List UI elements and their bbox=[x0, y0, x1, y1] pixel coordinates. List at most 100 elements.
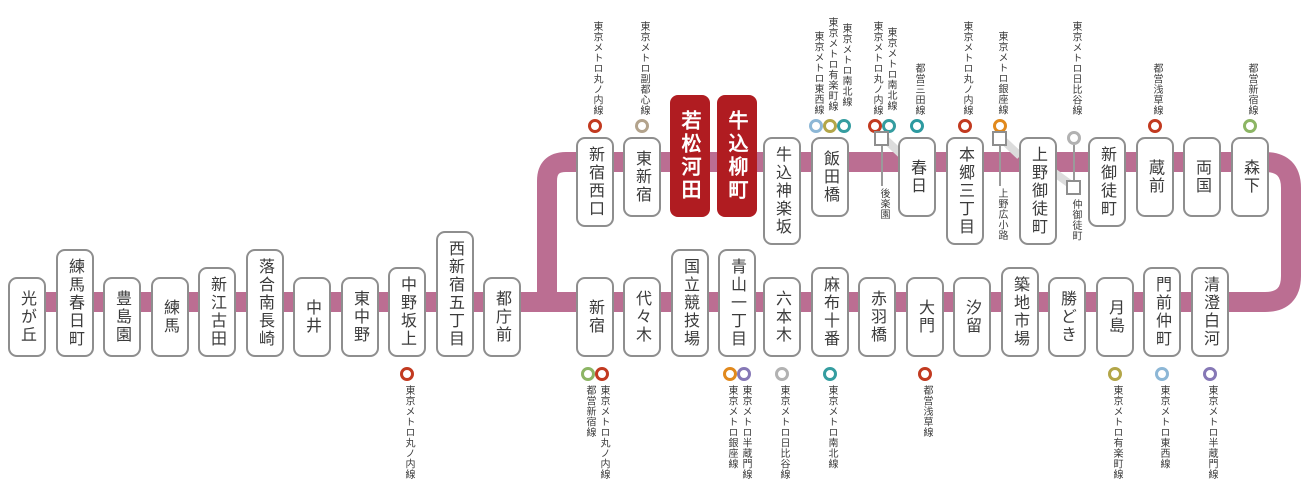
station-name: 門前仲町 bbox=[1153, 276, 1172, 348]
station-box: 中野坂上 bbox=[388, 267, 426, 357]
station-name: 春日 bbox=[908, 159, 927, 195]
transfer-line-label: 都営浅草線 bbox=[921, 385, 932, 438]
station-name: 代々木 bbox=[633, 290, 652, 344]
transfer-line-label: 東京メトロ東西線 bbox=[1158, 385, 1169, 469]
transfer-line-icon bbox=[823, 119, 837, 133]
station-box: 牛込神楽坂 bbox=[763, 137, 801, 245]
transfer-line-icon bbox=[809, 119, 823, 133]
station-name: 六本木 bbox=[773, 290, 792, 344]
transfer-line-icon bbox=[910, 119, 924, 133]
station-name: 上野御徒町 bbox=[1029, 146, 1048, 236]
station-name: 両国 bbox=[1193, 159, 1212, 195]
transfer-line-label: 東京メトロ南北線 bbox=[885, 27, 896, 111]
station-box: 新宿西口 bbox=[576, 137, 614, 227]
station-box: 西新宿五丁目 bbox=[436, 231, 474, 357]
station-name: 大門 bbox=[916, 299, 935, 335]
station-name: 都庁前 bbox=[493, 290, 512, 344]
station-name: 中野坂上 bbox=[398, 276, 417, 348]
transfer-line-label: 都営三田線 bbox=[913, 62, 924, 116]
transfer-line-label: 東京メトロ南北線 bbox=[826, 385, 837, 469]
transfer-line-label: 東京メトロ東西線 bbox=[812, 31, 823, 115]
station-box: 本郷三丁目 bbox=[946, 137, 984, 245]
transfer-line-icon bbox=[958, 119, 972, 133]
linked-station-marker bbox=[874, 131, 889, 146]
station-box: 代々木 bbox=[623, 277, 661, 357]
station-box: 赤羽橋 bbox=[858, 277, 896, 357]
transfer-line-icon bbox=[1108, 367, 1122, 381]
station-box: 青山一丁目 bbox=[718, 249, 756, 357]
station-name: 豊島園 bbox=[113, 290, 132, 344]
station-name: 汐留 bbox=[963, 299, 982, 335]
station-box: 門前仲町 bbox=[1143, 267, 1181, 357]
station-name: 蔵前 bbox=[1146, 159, 1165, 195]
station-box: 六本木 bbox=[763, 277, 801, 357]
station-box: 森下 bbox=[1231, 137, 1269, 217]
station-name: 麻布十番 bbox=[821, 276, 840, 348]
station-box: 飯田橋 bbox=[811, 137, 849, 217]
transfer-line-icon bbox=[588, 119, 602, 133]
station-box: 都庁前 bbox=[483, 277, 521, 357]
station-name: 光が丘 bbox=[18, 290, 37, 344]
station-box: 練馬春日町 bbox=[56, 249, 94, 357]
transfer-line-icon bbox=[1203, 367, 1217, 381]
transfer-line-icon bbox=[595, 367, 609, 381]
transfer-line-label: 東京メトロ丸ノ内線 bbox=[403, 385, 414, 480]
station-name: 清澄白河 bbox=[1201, 276, 1220, 348]
transfer-line-icon bbox=[723, 367, 737, 381]
station-name: 中井 bbox=[303, 299, 322, 335]
station-box: 東新宿 bbox=[623, 137, 661, 217]
station-name: 新宿 bbox=[586, 299, 605, 335]
station-box: 新江古田 bbox=[198, 267, 236, 357]
transfer-line-label: 東京メトロ半蔵門線 bbox=[740, 385, 751, 480]
linked-station-label: 後楽園 bbox=[878, 188, 889, 220]
transfer-line-label: 東京メトロ丸ノ内線 bbox=[871, 20, 882, 116]
station-name: 新江古田 bbox=[208, 276, 227, 348]
station-box: 築地市場 bbox=[1001, 267, 1039, 357]
transfer-line-icon bbox=[737, 367, 751, 381]
station-name: 西新宿五丁目 bbox=[446, 240, 465, 348]
transfer-line-label: 東京メトロ銀座線 bbox=[996, 31, 1007, 115]
transfer-line-label: 東京メトロ有楽町線 bbox=[826, 16, 837, 112]
station-name: 本郷三丁目 bbox=[956, 146, 975, 236]
station-box: 新御徒町 bbox=[1088, 137, 1126, 227]
transfer-line-icon bbox=[400, 367, 414, 381]
station-box: 新宿 bbox=[576, 277, 614, 357]
transfer-line-label: 都営新宿線 bbox=[584, 385, 595, 438]
station-name: 赤羽橋 bbox=[868, 290, 887, 344]
transfer-line-icon bbox=[581, 367, 595, 381]
station-box: 中井 bbox=[293, 277, 331, 357]
station-name: 練馬春日町 bbox=[66, 258, 85, 348]
transfer-line-label: 都営浅草線 bbox=[1151, 62, 1162, 116]
station-box: 清澄白河 bbox=[1191, 267, 1229, 357]
linked-station-label: 仲御徒町 bbox=[1070, 199, 1081, 241]
station-box: 蔵前 bbox=[1136, 137, 1174, 217]
transfer-line-icon bbox=[1148, 119, 1162, 133]
station-name: 月島 bbox=[1106, 299, 1125, 335]
transfer-line-label: 東京メトロ日比谷線 bbox=[778, 385, 789, 480]
station-name: 築地市場 bbox=[1011, 276, 1030, 348]
transfer-line-label: 東京メトロ半蔵門線 bbox=[1206, 385, 1217, 480]
station-box: 落合南長崎 bbox=[246, 249, 284, 357]
station-box-highlighted: 若松河田 bbox=[670, 95, 710, 217]
station-name: 東中野 bbox=[351, 290, 370, 344]
station-box: 勝どき bbox=[1048, 277, 1086, 357]
station-name: 勝どき bbox=[1058, 290, 1077, 344]
transfer-line-icon bbox=[1243, 119, 1257, 133]
station-name: 東新宿 bbox=[633, 150, 652, 204]
station-box: 大門 bbox=[906, 277, 944, 357]
transfer-line-label: 都営新宿線 bbox=[1246, 62, 1257, 116]
transfer-line-icon bbox=[1067, 131, 1081, 145]
transfer-line-icon bbox=[635, 119, 649, 133]
transfer-line-icon bbox=[918, 367, 932, 381]
station-box: 春日 bbox=[898, 137, 936, 217]
station-name: 国立競技場 bbox=[681, 258, 700, 348]
station-name: 青山一丁目 bbox=[728, 258, 747, 348]
station-box: 月島 bbox=[1096, 277, 1134, 357]
station-name: 新宿西口 bbox=[586, 146, 605, 218]
station-name: 飯田橋 bbox=[821, 150, 840, 204]
station-name: 新御徒町 bbox=[1098, 146, 1117, 218]
linked-station-marker bbox=[992, 131, 1007, 146]
linked-station-stem bbox=[999, 146, 1001, 186]
linked-station-label: 上野広小路 bbox=[996, 188, 1007, 241]
linked-station-marker bbox=[1066, 180, 1081, 195]
